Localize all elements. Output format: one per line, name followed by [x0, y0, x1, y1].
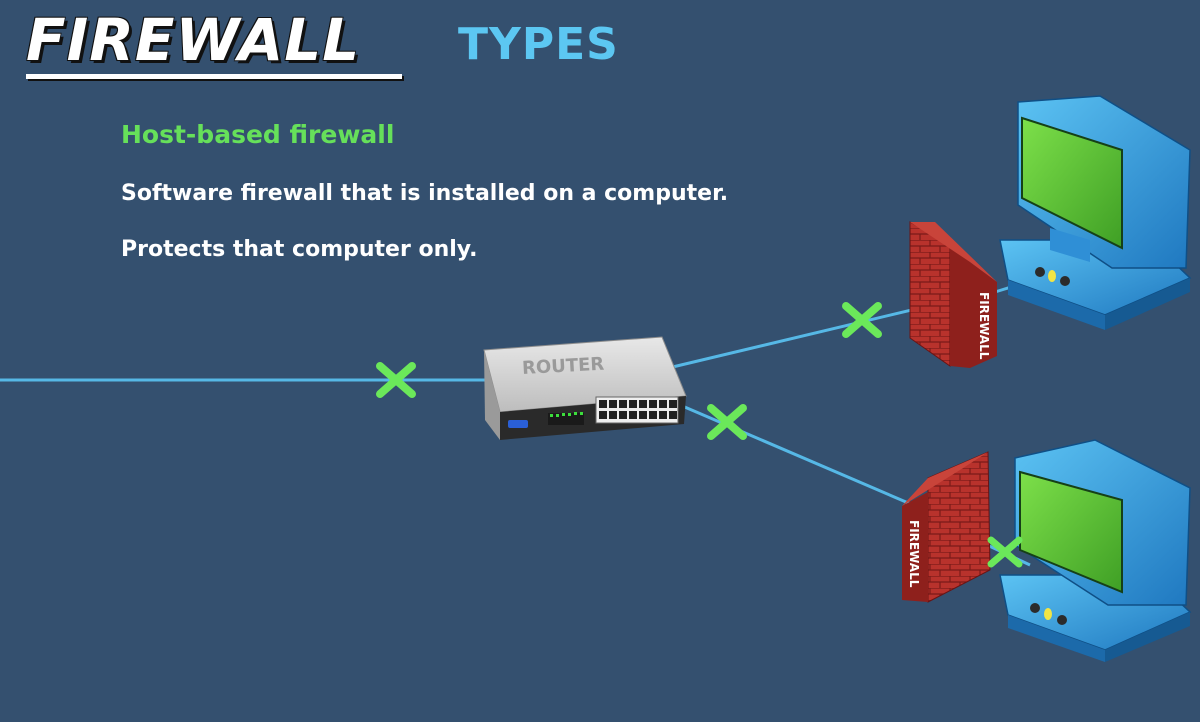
computer-icon [999, 439, 1192, 662]
computer-bottom [999, 439, 1192, 662]
link-router-firewall-bottom [679, 403, 921, 510]
computer-icon [999, 95, 1192, 330]
firewall-bottom: FIREWALL [902, 451, 991, 603]
computer-top [999, 95, 1192, 330]
router-icon: ROUTER [483, 336, 687, 440]
firewall-top: FIREWALL [909, 221, 997, 368]
title-types: TYPES [458, 19, 619, 70]
title-underline [26, 74, 402, 79]
link-router-firewall-top [659, 300, 946, 372]
router-label: ROUTER [522, 354, 605, 379]
firewall-icon [902, 451, 991, 603]
firewall-icon [909, 221, 997, 368]
section-heading: Host-based firewall [121, 120, 395, 149]
title-firewall: FIREWALL [26, 6, 361, 74]
packet-markers [376, 302, 1023, 568]
firewall-label-top: FIREWALL [977, 292, 991, 360]
packet-x-icon [707, 404, 747, 440]
packet-x-icon [376, 362, 416, 398]
description-line-2: Protects that computer only. [121, 237, 478, 262]
description-line-1: Software firewall that is installed on a… [121, 181, 729, 206]
packet-x-icon [987, 536, 1023, 568]
firewall-label-bottom: FIREWALL [907, 520, 921, 588]
packet-x-icon [842, 302, 882, 338]
